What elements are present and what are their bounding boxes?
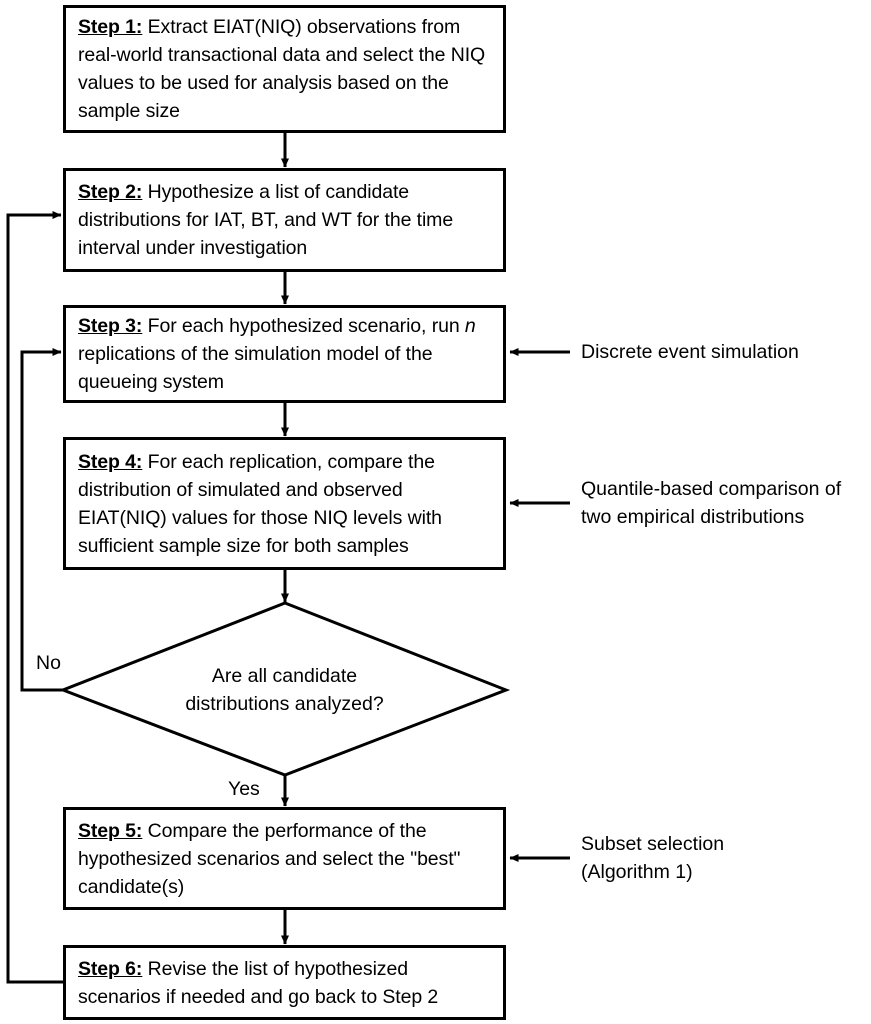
branch-label-yes: Yes <box>228 778 260 800</box>
annotation-step3: Discrete event simulation <box>581 338 799 366</box>
node-step5-text: Step 5: Compare the performance of the h… <box>78 817 495 901</box>
node-decision-text: Are all candidate distributions analyzed… <box>63 662 506 718</box>
node-step1-step-label: Step 1: <box>78 16 143 38</box>
node-step6-step-label: Step 6: <box>78 957 143 980</box>
node-step2-step-label: Step 2: <box>78 181 143 203</box>
node-step3-text: Step 3: For each hypothesized scenario, … <box>78 312 495 396</box>
node-step4-text: Step 4: For each replication, compare th… <box>78 448 495 560</box>
node-step3-body-pre: For each hypothesized scenario, run <box>142 315 465 337</box>
annotation-step4-line2: two empirical distributions <box>581 506 805 528</box>
annotation-step4-line1: Quantile-based comparison of <box>581 478 842 500</box>
node-step1-body: Extract EIAT(NIQ) observations from real… <box>78 16 486 122</box>
node-step3-step-label: Step 3: <box>78 315 143 337</box>
node-step4-body: For each replication, compare the distri… <box>78 450 442 557</box>
node-step5-body: Compare the performance of the hypothesi… <box>78 819 461 898</box>
annotation-step4: Quantile-based comparison of two empiric… <box>581 475 841 531</box>
node-step6[interactable]: Step 6: Revise the list of hypothesized … <box>63 945 506 1020</box>
node-step1[interactable]: Step 1: Extract EIAT(NIQ) observations f… <box>63 5 506 133</box>
feedback-step6-to-step2 <box>6 211 63 984</box>
branch-label-no: No <box>36 652 61 674</box>
node-step3-body-post: replications of the simulation model of … <box>78 343 433 393</box>
annotation-step5: Subset selection (Algorithm 1) <box>581 830 724 886</box>
node-step6-text: Step 6: Revise the list of hypothesized … <box>78 955 495 1011</box>
node-step2-body: Hypothesize a list of candidate distribu… <box>78 181 454 259</box>
annotation-step3-line1: Discrete event simulation <box>581 341 799 363</box>
node-step6-body: Revise the list of hypothesized scenario… <box>78 957 439 1008</box>
node-step5[interactable]: Step 5: Compare the performance of the h… <box>63 807 506 910</box>
node-step4-step-label: Step 4: <box>78 450 143 473</box>
annotation-step5-line1: Subset selection <box>581 833 725 855</box>
node-step1-text: Step 1: Extract EIAT(NIQ) observations f… <box>78 13 495 125</box>
feedback-no-to-step3 <box>20 348 63 692</box>
node-step3[interactable]: Step 3: For each hypothesized scenario, … <box>63 305 506 403</box>
node-decision-line2: distributions analyzed? <box>185 693 384 715</box>
node-decision-line1: Are all candidate <box>211 665 358 687</box>
decision-diamond-shape <box>58 601 511 777</box>
node-step3-italic-n: n <box>464 315 476 337</box>
node-step2[interactable]: Step 2: Hypothesize a list of candidate … <box>63 168 506 272</box>
node-step4[interactable]: Step 4: For each replication, compare th… <box>63 437 506 570</box>
node-step2-text: Step 2: Hypothesize a list of candidate … <box>78 178 495 262</box>
node-step5-step-label: Step 5: <box>78 819 143 842</box>
annotation-step5-line2: (Algorithm 1) <box>581 861 693 883</box>
